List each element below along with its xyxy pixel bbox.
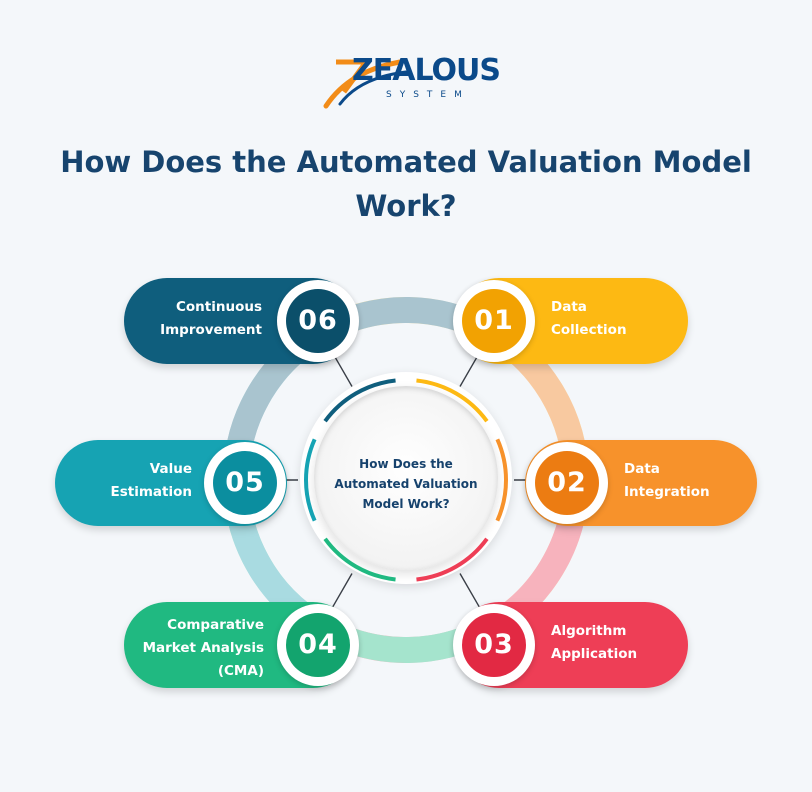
center-arc-03 [416, 537, 489, 582]
center-disc [314, 386, 498, 570]
center-arc-04 [323, 537, 396, 582]
center-arc-06 [323, 378, 396, 423]
center-arc-05 [304, 438, 317, 522]
step-number-01: 01 [462, 289, 526, 353]
step-number-badge-06: 06 [277, 280, 359, 362]
center-arc-01 [416, 378, 489, 423]
page-title: How Does the Automated Valuation Model W… [60, 145, 752, 223]
step-number-badge-01: 01 [453, 280, 535, 362]
logo-swoosh-icon [323, 59, 408, 109]
step-number-04: 04 [286, 613, 350, 677]
logo-wordmark: ZEALOUS [352, 53, 501, 88]
logo-subtitle: SYSTEM [386, 90, 470, 100]
step-number-05: 05 [213, 451, 277, 515]
step-number-06: 06 [286, 289, 350, 353]
step-number-badge-03: 03 [453, 604, 535, 686]
connector-line-03 [459, 573, 481, 609]
zealous-logo: ZEALOUS SYSTEM [322, 48, 501, 110]
step-number-badge-02: 02 [526, 442, 608, 524]
connector-line-04 [331, 573, 353, 609]
center-label: How Does the Automated Valuation Model W… [334, 457, 478, 511]
center-arc-02 [495, 438, 508, 522]
step-number-badge-04: 04 [277, 604, 359, 686]
step-number-02: 02 [535, 451, 599, 515]
step-number-03: 03 [462, 613, 526, 677]
step-number-badge-05: 05 [204, 442, 286, 524]
